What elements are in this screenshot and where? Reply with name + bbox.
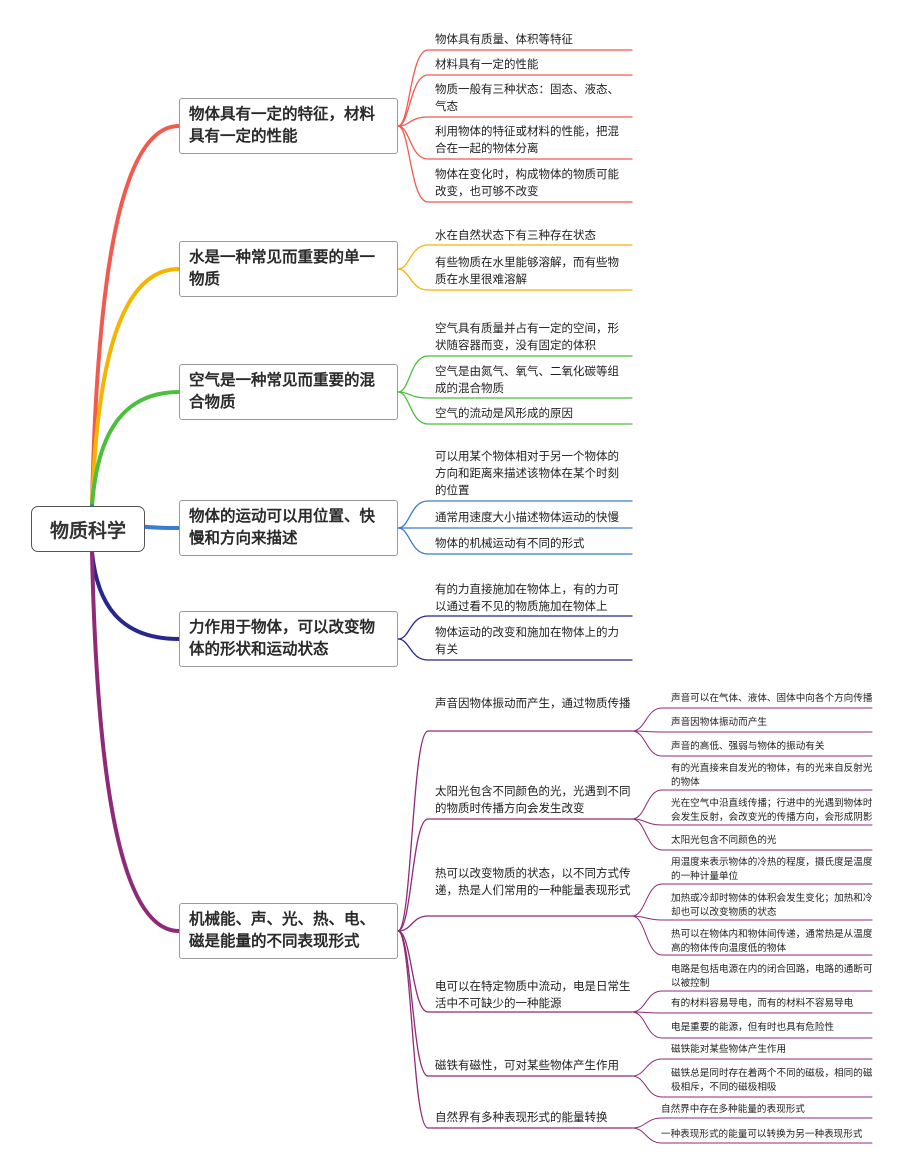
- connector-line: [90, 390, 181, 508]
- connector-line: [631, 730, 873, 757]
- detail-node[interactable]: 一种表现形式的能量可以转换为另一种表现形式: [661, 1129, 863, 1140]
- leaf-node[interactable]: 物体具有质量、体积等特征: [435, 34, 573, 46]
- connector-line: [631, 789, 873, 820]
- detail-node[interactable]: 光在空气中沿直线传播；行进中的光遇到物体时会发生反射，会改变光的传播方向，会形成…: [671, 798, 873, 823]
- topic-label: 物体具有一定的特征，材料具有一定的性能: [189, 106, 376, 145]
- connector-line: [397, 355, 633, 393]
- subtopic-node[interactable]: 热可以改变物质的状态，以不同方式传递，热是人们常用的一种能量表现形式: [435, 868, 631, 897]
- connector-line: [397, 615, 633, 640]
- connector-line: [631, 1127, 873, 1144]
- subtopic-node[interactable]: 电可以在特定物质中流动，电是日常生活中不可缺少的一种能源: [435, 981, 631, 1010]
- connector-line: [631, 1011, 873, 1039]
- leaf-node[interactable]: 利用物体的特征或材料的性能，把混合在一起的物体分离: [435, 126, 619, 155]
- connector-line: [397, 49, 633, 127]
- detail-node[interactable]: 声音因物体振动而产生: [671, 717, 767, 728]
- connector-line: [631, 818, 873, 851]
- connector-line: [90, 124, 181, 508]
- topic-force[interactable]: 力作用于物体，可以改变物体的形状和运动状态: [179, 611, 398, 667]
- connector-line: [397, 915, 633, 932]
- root-topic[interactable]: 物质科学: [31, 506, 145, 552]
- connector-line: [631, 915, 873, 921]
- connector-line: [397, 930, 633, 1129]
- detail-node[interactable]: 自然界中存在多种能量的表现形式: [661, 1104, 805, 1115]
- leaf-node[interactable]: 物体运动的改变和施加在物体上的力有关: [435, 627, 619, 656]
- topic-water[interactable]: 水是一种常见而重要的单一物质: [179, 241, 398, 297]
- detail-node[interactable]: 太阳光包含不同颜色的光: [671, 835, 777, 846]
- topic-air[interactable]: 空气是一种常见而重要的混合物质: [179, 364, 398, 420]
- connector-line: [631, 990, 873, 1013]
- connector-line: [90, 550, 181, 933]
- leaf-node[interactable]: 空气是由氮气、氧气、二氧化碳等组成的混合物质: [435, 366, 619, 395]
- connector-line: [397, 74, 633, 127]
- connector-line: [631, 1058, 873, 1077]
- connector-line: [397, 125, 633, 203]
- leaf-node[interactable]: 通常用速度大小描述物体运动的快慢: [435, 512, 619, 524]
- leaf-node[interactable]: 物质一般有三种状态：固态、液态、气态: [435, 84, 619, 113]
- connector-line: [397, 268, 633, 291]
- topic-label: 机械能、声、光、热、电、磁是能量的不同表现形式: [189, 911, 376, 950]
- topic-label: 力作用于物体，可以改变物体的形状和运动状态: [189, 619, 376, 658]
- leaf-node[interactable]: 空气的流动是风形成的原因: [435, 408, 573, 420]
- connector-line: [631, 730, 873, 733]
- connector-line: [397, 818, 633, 932]
- connector-line: [397, 638, 633, 661]
- subtopic-node[interactable]: 声音因物体振动而产生，通过物质传播: [435, 698, 631, 710]
- topic-label: 水是一种常见而重要的单一物质: [189, 249, 376, 288]
- leaf-node[interactable]: 水在自然状态下有三种存在状态: [435, 230, 596, 242]
- leaf-node[interactable]: 物体在变化时，构成物体的物质可能改变，也可够不改变: [435, 169, 619, 198]
- connector-line: [631, 1075, 873, 1098]
- leaf-node[interactable]: 有的力直接施加在物体上，有的力可以通过看不见的物质施加在物体上: [435, 584, 619, 613]
- connector-line: [631, 818, 873, 826]
- connector-line: [631, 915, 873, 956]
- connector-line: [397, 730, 633, 932]
- topic-label: 空气是一种常见而重要的混合物质: [189, 372, 376, 411]
- connector-line: [90, 267, 181, 508]
- connector-line: [397, 116, 633, 127]
- connector-line: [397, 527, 633, 555]
- detail-node[interactable]: 用温度来表示物体的冷热的程度，摄氏度是温度的一种计量单位: [671, 857, 873, 882]
- topic-label: 物体的运动可以用位置、快慢和方向来描述: [189, 508, 376, 547]
- subtopic-node[interactable]: 自然界有多种表现形式的能量转换: [435, 1112, 608, 1124]
- topic-characteristics[interactable]: 物体具有一定的特征，材料具有一定的性能: [179, 98, 398, 154]
- connector-line: [90, 550, 181, 641]
- connector-line: [397, 391, 633, 425]
- detail-node[interactable]: 加热或冷却时物体的体积会发生变化；加热和冷却也可以改变物质的状态: [671, 893, 873, 918]
- leaf-node[interactable]: 可以用某个物体相对于另一个物体的方向和距离来描述该物体在某个时刻的位置: [435, 451, 619, 497]
- detail-node[interactable]: 有的材料容易导电，而有的材料不容易导电: [671, 998, 854, 1009]
- topic-energy[interactable]: 机械能、声、光、热、电、磁是能量的不同表现形式: [179, 903, 398, 959]
- connector-line: [397, 244, 633, 270]
- leaf-node[interactable]: 材料具有一定的性能: [435, 59, 539, 71]
- connector-line: [397, 930, 633, 1013]
- detail-node[interactable]: 电路是包括电源在内的闭合回路，电路的通断可以被控制: [671, 964, 873, 989]
- leaf-node[interactable]: 空气具有质量并占有一定的空间，形状随容器而变，没有固定的体积: [435, 323, 619, 352]
- connector-line: [631, 883, 873, 917]
- detail-node[interactable]: 热可以在物体内和物体间传递，通常热是从温度高的物体传向温度低的物体: [671, 929, 873, 954]
- detail-node[interactable]: 声音可以在气体、液体、固体中向各个方向传播: [671, 693, 873, 704]
- detail-node[interactable]: 电是重要的能源，但有时也具有危险性: [671, 1022, 835, 1033]
- subtopic-node[interactable]: 太阳光包含不同颜色的光，光遇到不同的物质时传播方向会发生改变: [435, 786, 631, 815]
- detail-node[interactable]: 磁铁能对某些物体产生作用: [671, 1044, 787, 1055]
- connector-line: [631, 1117, 873, 1129]
- detail-node[interactable]: 声音的高低、强弱与物体的振动有关: [671, 741, 825, 752]
- leaf-node[interactable]: 物体的机械运动有不同的形式: [435, 538, 585, 550]
- detail-node[interactable]: 磁铁总是同时存在着两个不同的磁极，相同的磁极相斥，不同的磁极相吸: [671, 1068, 873, 1093]
- subtopic-node[interactable]: 磁铁有磁性，可对某些物体产生作用: [435, 1060, 619, 1072]
- connector-line: [397, 125, 633, 160]
- topic-motion[interactable]: 物体的运动可以用位置、快慢和方向来描述: [179, 500, 398, 556]
- connector-line: [397, 500, 633, 529]
- connector-line: [631, 1011, 873, 1014]
- detail-node[interactable]: 有的光直接来自发光的物体，有的光来自反射光的物体: [671, 763, 873, 788]
- connector-line: [631, 707, 873, 732]
- leaf-node[interactable]: 有些物质在水里能够溶解，而有些物质在水里很难溶解: [435, 257, 619, 286]
